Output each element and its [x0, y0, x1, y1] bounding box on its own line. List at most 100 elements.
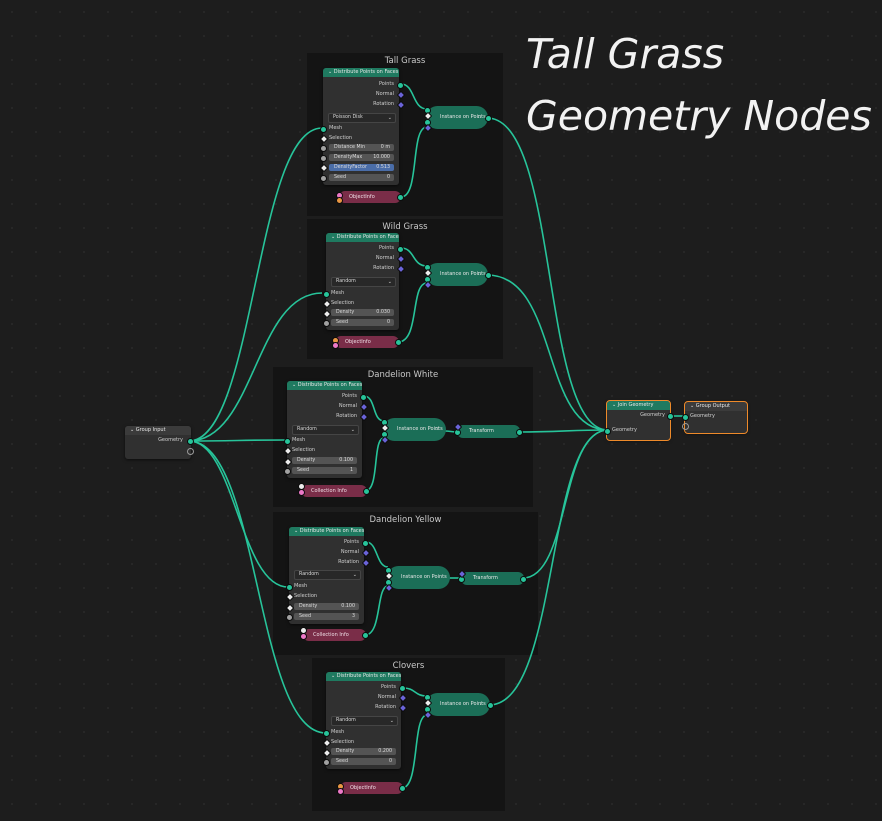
- socket-geometry-out[interactable]: [397, 194, 404, 201]
- distribute-node-clovers[interactable]: ⌄ Distribute Points on Faces Points Norm…: [322, 672, 408, 769]
- socket-instances-out[interactable]: [487, 702, 494, 709]
- transform-node-dandelion-white[interactable]: Transform: [453, 422, 523, 438]
- socket-empty-out[interactable]: [187, 448, 194, 455]
- object-info-node-clovers[interactable]: ObjectInfo: [337, 782, 406, 795]
- socket-transform-in[interactable]: [332, 342, 339, 349]
- socket-densitymax-in[interactable]: [320, 155, 327, 162]
- socket-geometry-out[interactable]: [363, 488, 370, 495]
- socket-seed-in[interactable]: [284, 468, 291, 475]
- group-output-node[interactable]: ⌄ Group Output Geometry: [682, 401, 748, 434]
- instance-on-points-node-wild[interactable]: Instance on Points ::: [423, 263, 492, 290]
- instance-on-points-node-dandelion-yellow[interactable]: Instance on Points: [384, 566, 450, 593]
- distribute-node-wild[interactable]: ⌄ Distribute Points on Faces Points Norm…: [322, 233, 406, 330]
- socket-geometry-out[interactable]: [516, 429, 523, 436]
- socket-geometry-out[interactable]: [667, 413, 674, 420]
- join-geometry-node[interactable]: ⌄ Join Geometry Geometry Geometry: [604, 400, 674, 441]
- drag-handle-icon[interactable]: ::: [477, 114, 481, 120]
- socket-mesh-in[interactable]: [323, 730, 330, 737]
- chevron-down-icon: ⌄: [387, 279, 392, 285]
- socket-transform-in[interactable]: [336, 197, 343, 204]
- input-selection-label: Selection: [331, 739, 355, 745]
- socket-instances-out[interactable]: [485, 115, 492, 122]
- chevron-down-icon: ⌄: [350, 427, 355, 433]
- socket-mesh-in[interactable]: [323, 291, 330, 298]
- socket-geometry-in[interactable]: [682, 414, 689, 421]
- drag-handle-icon[interactable]: ::: [435, 426, 439, 432]
- socket-geometry-out[interactable]: [399, 785, 406, 792]
- socket-seed-in[interactable]: [323, 759, 330, 766]
- socket-points-out[interactable]: [397, 246, 404, 253]
- socket-separate-in[interactable]: [300, 633, 307, 640]
- socket-mesh-in[interactable]: [284, 438, 291, 445]
- group-input-node[interactable]: ⌄ Group Input Geometry: [125, 426, 194, 459]
- chevron-down-icon[interactable]: ⌄: [331, 673, 336, 679]
- socket-mesh-in[interactable]: [320, 126, 327, 133]
- instance-on-points-node-dandelion-white[interactable]: Instance on Points ::: [380, 418, 446, 445]
- chevron-down-icon[interactable]: ⌄: [294, 528, 299, 534]
- chevron-down-icon[interactable]: ⌄: [292, 382, 297, 388]
- drag-handle-icon[interactable]: ::: [477, 271, 481, 277]
- mode-dropdown[interactable]: Random⌄: [331, 277, 396, 287]
- output-rotation-label: Rotation: [338, 559, 359, 565]
- socket-seed-in[interactable]: [320, 175, 327, 182]
- socket-seed-in[interactable]: [286, 614, 293, 621]
- socket-geometry-out[interactable]: [362, 632, 369, 639]
- mode-dropdown[interactable]: Random⌄: [294, 570, 361, 580]
- distribute-node-dandelion-yellow[interactable]: ⌄ Distribute Points on Faces Points Norm…: [285, 527, 371, 624]
- drag-handle-icon[interactable]: ::: [479, 701, 483, 707]
- instance-on-points-node-clovers[interactable]: Instance on Points ::: [423, 693, 494, 720]
- mode-dropdown[interactable]: Random⌄: [292, 425, 359, 435]
- object-info-node-tall[interactable]: ObjectInfo: [336, 191, 404, 204]
- node-title: Join Geometry: [617, 402, 654, 408]
- node-title: Instance on Points: [440, 701, 486, 707]
- socket-points-out[interactable]: [399, 685, 406, 692]
- chevron-down-icon[interactable]: ⌄: [130, 427, 135, 433]
- socket-geometry-out[interactable]: [187, 438, 194, 445]
- mode-dropdown[interactable]: Poisson Disk⌄: [328, 113, 396, 123]
- output-points-label: Points: [380, 684, 396, 690]
- socket-seed-in[interactable]: [323, 320, 330, 327]
- chevron-down-icon[interactable]: ⌄: [690, 403, 695, 409]
- socket-points-out[interactable]: [397, 82, 404, 89]
- socket-points-out[interactable]: [360, 394, 367, 401]
- chevron-down-icon[interactable]: ⌄: [328, 69, 333, 75]
- chevron-down-icon: ⌄: [389, 718, 394, 724]
- distribute-node-dandelion-white[interactable]: ⌄ Distribute Points on Faces Points Norm…: [283, 381, 369, 478]
- node-title: Distribute Points on Faces: [297, 382, 362, 388]
- link-geometry-to-dwhite-mesh: [188, 439, 287, 442]
- input-geometry-label: Geometry: [690, 413, 715, 419]
- socket-geometry-in[interactable]: [604, 428, 611, 435]
- collection-info-node-dandelion-yellow[interactable]: Collection Info: [300, 627, 369, 641]
- node-title: ObjectInfo: [350, 785, 376, 791]
- socket-geometry-out[interactable]: [520, 576, 527, 583]
- output-normal-label: Normal: [377, 694, 396, 700]
- socket-geometry-out[interactable]: [395, 339, 402, 346]
- socket-transform-in[interactable]: [337, 788, 344, 795]
- socket-mesh-in[interactable]: [286, 584, 293, 591]
- socket-distance-in[interactable]: [320, 145, 327, 152]
- distribute-node-tall[interactable]: ⌄ Distribute Points on Faces Points Norm…: [319, 68, 406, 185]
- mode-dropdown[interactable]: Random⌄: [331, 716, 398, 726]
- socket-empty-in[interactable]: [682, 423, 689, 430]
- socket-separate-in[interactable]: [298, 489, 305, 496]
- object-info-node-wild[interactable]: ObjectInfo: [332, 336, 402, 349]
- socket-points-out[interactable]: [362, 540, 369, 547]
- chevron-down-icon[interactable]: ⌄: [612, 402, 617, 408]
- collection-info-node-dandelion-white[interactable]: Collection Info: [298, 483, 370, 497]
- socket-instances-out[interactable]: [485, 272, 492, 279]
- chevron-down-icon[interactable]: ⌄: [331, 234, 336, 240]
- instance-on-points-node-tall[interactable]: Instance on Points ::: [423, 106, 492, 133]
- transform-node-dandelion-yellow[interactable]: Transform: [457, 569, 527, 585]
